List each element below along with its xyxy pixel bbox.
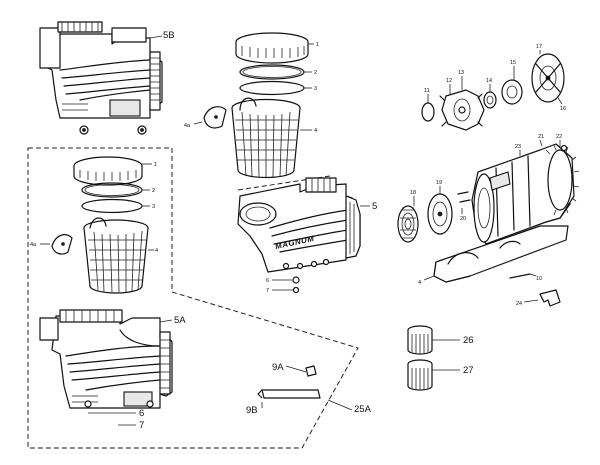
part-19-bearing: [427, 186, 453, 235]
housing-5a: [39, 309, 173, 409]
center-label-4a: 4a: [184, 123, 191, 129]
part-22-screw: [560, 144, 568, 152]
label-m4: 4: [418, 280, 421, 286]
union-26: [407, 325, 460, 355]
label-5a: 5A: [174, 315, 186, 326]
label-m23: 23: [515, 144, 521, 150]
center-label-2: 2: [314, 70, 317, 76]
housing-5b: [39, 21, 163, 135]
inner-lid-4a: [40, 234, 73, 255]
center-label-4: 4: [314, 128, 317, 134]
inner-label-1: 1: [154, 162, 157, 168]
plug-label-7: 7: [266, 288, 269, 294]
label-m14: 14: [486, 78, 492, 84]
center-label-1: 1: [316, 42, 319, 48]
inner-label-4a: 4a: [30, 242, 37, 248]
inner-label-2: 2: [152, 188, 155, 194]
plug-label-6: 6: [266, 278, 269, 284]
center-gasket: [239, 80, 312, 96]
center-label-3: 3: [314, 86, 317, 92]
part-16-17-seal-plate: [531, 50, 565, 105]
label-9b: 9B: [246, 405, 258, 416]
label-m22: 22: [556, 134, 562, 140]
inner-label-3: 3: [152, 204, 155, 210]
label-6: 6: [139, 408, 144, 419]
part-18-fan: [397, 196, 419, 243]
drain-plugs-6-7: [272, 276, 300, 294]
housing-5-magnum: [237, 175, 370, 273]
part-10-bolt: [509, 273, 537, 279]
label-7: 7: [139, 420, 144, 431]
motor-23: [471, 139, 580, 245]
label-25a: 25A: [354, 404, 372, 415]
label-m15: 15: [510, 60, 516, 66]
base-4: [423, 225, 569, 283]
inner-o-ring: [81, 182, 150, 198]
part-9a: [285, 365, 317, 377]
center-o-ring: [239, 64, 312, 80]
center-lid-ring: [235, 32, 314, 64]
center-strainer-basket: [231, 97, 312, 179]
label-m20: 20: [460, 216, 466, 222]
label-m17: 17: [536, 44, 542, 50]
label-m11: 11: [424, 88, 430, 94]
label-26: 26: [463, 335, 474, 346]
label-m10: 10: [536, 276, 542, 282]
part-12-13-diffuser: [439, 76, 485, 131]
inner-gasket: [81, 198, 150, 214]
label-m24: 24: [516, 301, 522, 307]
label-m18: 18: [410, 190, 416, 196]
part-15-impeller: [501, 66, 523, 105]
part-24-foot: [523, 289, 561, 307]
kit-25a-outline: [27, 147, 359, 449]
label-m19: 19: [436, 180, 442, 186]
label-m21: 21: [538, 134, 544, 140]
inner-strainer-basket: [83, 217, 154, 294]
part-14: [483, 84, 497, 109]
label-27: 27: [463, 365, 474, 376]
label-m13: 13: [458, 70, 464, 76]
label-m12: 12: [446, 78, 452, 84]
label-m16: 16: [560, 106, 566, 112]
part-9b: [257, 389, 321, 408]
label-9a: 9A: [272, 362, 284, 373]
union-27: [407, 359, 460, 391]
label-5: 5: [372, 201, 377, 212]
part-11: [421, 94, 435, 122]
inner-lid-ring: [73, 156, 152, 186]
part-20-screws: [457, 191, 471, 214]
center-lid-4a: [193, 106, 227, 129]
inner-label-4: 4: [155, 248, 158, 254]
label-5b: 5B: [163, 30, 175, 41]
